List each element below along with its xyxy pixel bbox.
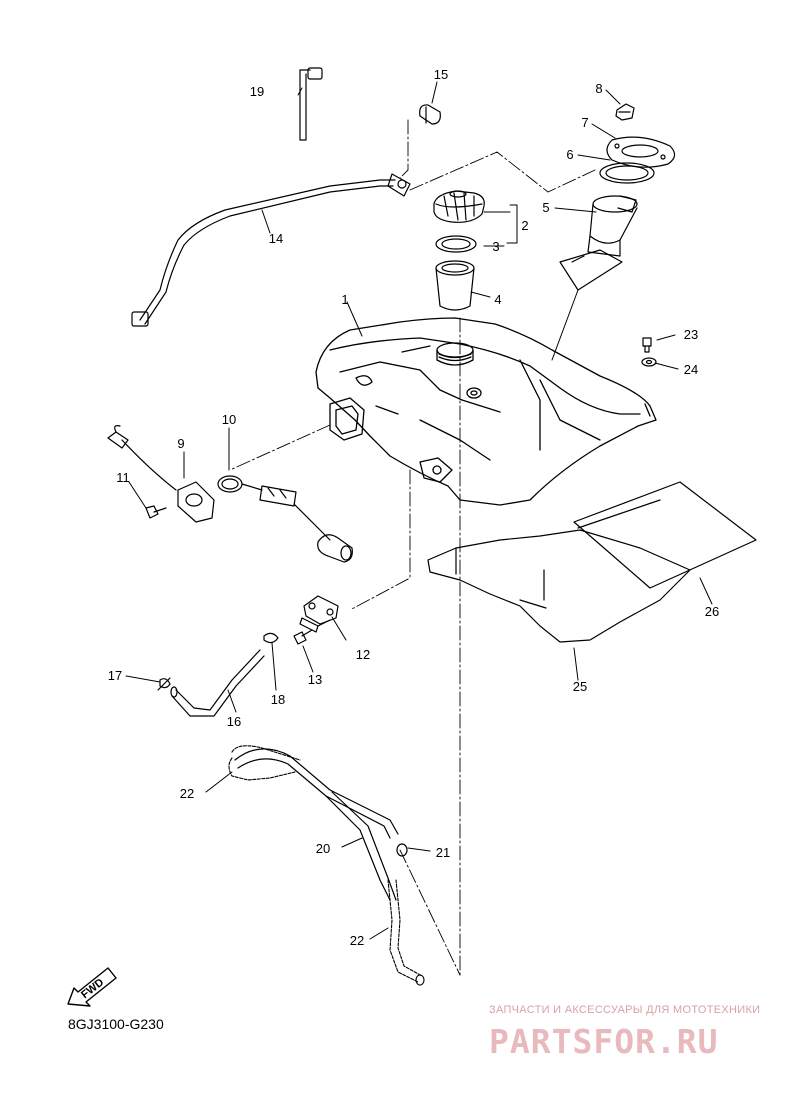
part-22-protector-lower bbox=[387, 879, 425, 986]
callout-26: 26 bbox=[705, 604, 719, 619]
callout-12: 12 bbox=[356, 647, 370, 662]
part-25-tank-cover bbox=[427, 529, 691, 643]
part-16-fuel-hose bbox=[170, 649, 265, 717]
assembly-guide-lines bbox=[229, 119, 596, 976]
forward-direction-arrow-icon: FWD bbox=[67, 967, 117, 1007]
callout-10: 10 bbox=[222, 412, 236, 427]
callout-19: 19 bbox=[250, 84, 264, 99]
leader-lines bbox=[125, 81, 713, 940]
callout-13: 13 bbox=[308, 672, 322, 687]
callout-17: 17 bbox=[108, 668, 122, 683]
callout-24: 24 bbox=[684, 362, 698, 377]
callout-2: 2 bbox=[521, 218, 528, 233]
callout-11: 11 bbox=[116, 470, 130, 485]
callout-23: 23 bbox=[684, 327, 698, 342]
part-1-fuel-tank bbox=[315, 317, 657, 506]
callout-16: 16 bbox=[227, 714, 241, 729]
part-13-bolt bbox=[293, 629, 313, 645]
part-3-gasket bbox=[435, 235, 477, 253]
diagram-code: 8GJ3100-G230 bbox=[68, 1016, 164, 1032]
callout-22-lower: 22 bbox=[350, 933, 364, 948]
callout-1: 1 bbox=[341, 292, 348, 307]
callout-20: 20 bbox=[316, 841, 330, 856]
callout-5: 5 bbox=[542, 200, 549, 215]
part-5-fuel-pump bbox=[559, 195, 638, 291]
callout-14: 14 bbox=[269, 231, 283, 246]
part-14-breather-hose bbox=[131, 173, 411, 327]
part-23-bolt bbox=[642, 337, 652, 353]
callout-21: 21 bbox=[436, 845, 450, 860]
part-21-clip bbox=[396, 843, 408, 857]
part-12-fuel-cock bbox=[299, 595, 339, 633]
part-6-o-ring bbox=[599, 162, 655, 184]
part-4-filler-strainer bbox=[435, 260, 475, 311]
callout-3: 3 bbox=[492, 239, 499, 254]
part-26-insulation-sheet bbox=[573, 481, 757, 589]
callout-22-upper: 22 bbox=[180, 786, 194, 801]
watermark-logo: PARTSFOR.RU bbox=[489, 1022, 719, 1061]
part-18-hose-clip bbox=[263, 632, 279, 644]
part-19-cable-tie bbox=[299, 67, 323, 141]
part-20-overflow-hose bbox=[234, 748, 399, 901]
part-7-retaining-plate bbox=[606, 136, 676, 168]
part-2-fuel-cap bbox=[433, 190, 485, 223]
callout-8: 8 bbox=[595, 81, 602, 96]
callout-7: 7 bbox=[581, 115, 588, 130]
callout-25: 25 bbox=[573, 679, 587, 694]
part-15-clamp bbox=[419, 104, 441, 125]
part-22-protector-upper bbox=[228, 745, 301, 781]
callout-9: 9 bbox=[177, 436, 184, 451]
callout-15: 15 bbox=[434, 67, 448, 82]
part-10-fuel-sender bbox=[217, 475, 353, 563]
part-24-washer bbox=[641, 357, 657, 367]
callout-4: 4 bbox=[494, 292, 501, 307]
part-9-sensor-housing bbox=[107, 425, 215, 523]
part-8-nut bbox=[615, 103, 635, 121]
callout-18: 18 bbox=[271, 692, 285, 707]
callout-6: 6 bbox=[566, 147, 573, 162]
watermark-tagline: ЗАПЧАСТИ И АКСЕССУАРЫ ДЛЯ МОТОТЕХНИКИ bbox=[489, 1004, 761, 1016]
part-17-hose-clip bbox=[157, 677, 171, 691]
part-11-screw bbox=[145, 505, 167, 519]
callout-labels: 1 2 3 4 5 6 7 8 9 10 11 12 13 14 15 16 1… bbox=[108, 67, 719, 948]
